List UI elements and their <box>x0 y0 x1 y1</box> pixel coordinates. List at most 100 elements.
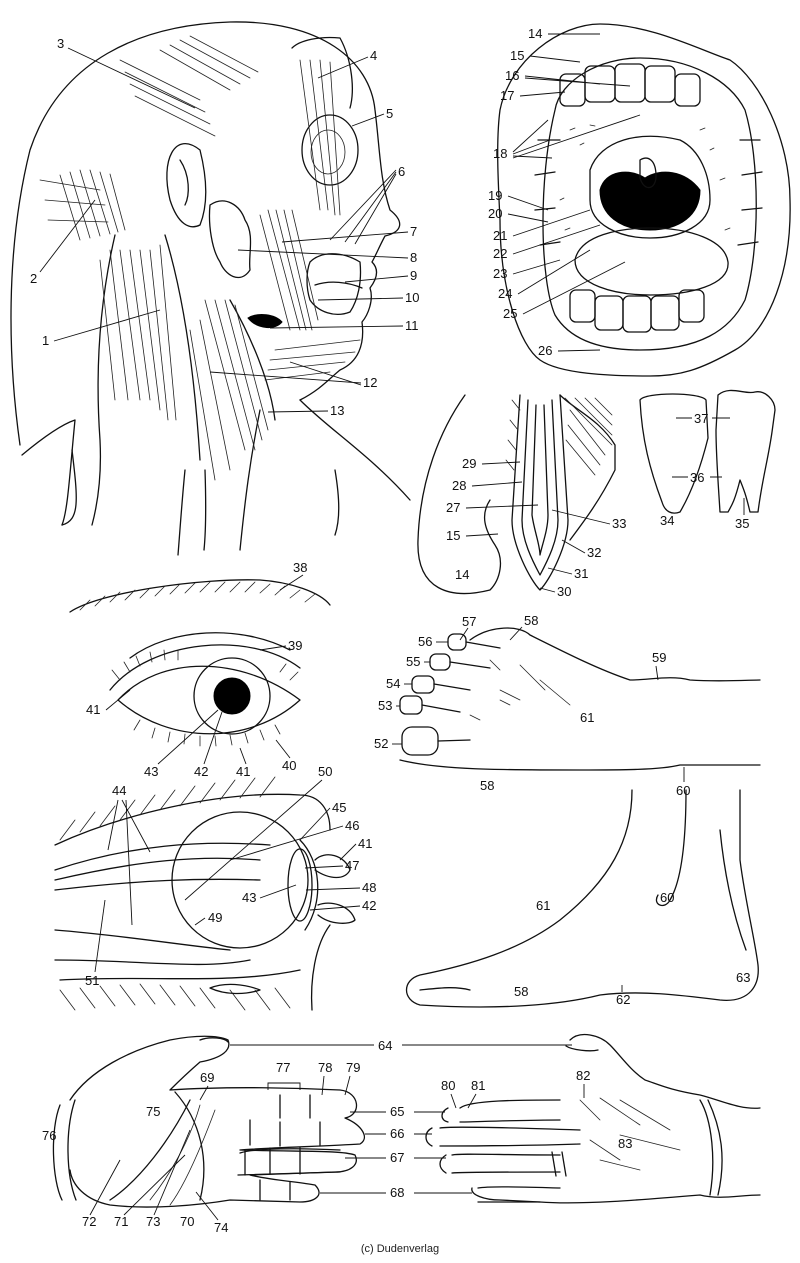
label-83: 83 <box>618 1136 632 1151</box>
label-48: 48 <box>362 880 376 895</box>
label-41-bottom: 41 <box>236 764 250 779</box>
label-8: 8 <box>410 250 417 265</box>
label-37: 37 <box>694 411 708 426</box>
label-52: 52 <box>374 736 388 751</box>
foot-side-figure <box>405 789 759 1008</box>
label-58-side: 58 <box>514 984 528 999</box>
label-53: 53 <box>378 698 392 713</box>
label-50: 50 <box>318 764 332 779</box>
label-49: 49 <box>208 910 222 925</box>
label-62: 62 <box>616 992 630 1007</box>
label-13: 13 <box>330 403 344 418</box>
label-44: 44 <box>112 783 126 798</box>
label-22: 22 <box>493 246 507 261</box>
foot-top-labels: 57 58 56 55 54 53 52 59 61 58 60 <box>374 613 690 798</box>
label-12: 12 <box>363 375 377 390</box>
label-73: 73 <box>146 1214 160 1229</box>
teeth-figure <box>639 389 776 514</box>
label-51: 51 <box>85 973 99 988</box>
label-42-section: 42 <box>362 898 376 913</box>
label-65: 65 <box>390 1104 404 1119</box>
label-63: 63 <box>736 970 750 985</box>
head-neck-labels: 1 2 3 4 5 6 7 8 9 10 11 12 13 <box>30 36 419 418</box>
label-21: 21 <box>493 228 507 243</box>
mouth-figure <box>497 23 791 377</box>
label-58-top: 58 <box>524 613 538 628</box>
label-38: 38 <box>293 560 307 575</box>
label-61-top: 61 <box>580 710 594 725</box>
label-54: 54 <box>386 676 400 691</box>
copyright-notice: (c) Dudenverlag <box>360 1243 440 1255</box>
label-70: 70 <box>180 1214 194 1229</box>
label-41-left: 41 <box>86 702 100 717</box>
label-24: 24 <box>498 286 512 301</box>
label-15-mid: 15 <box>446 528 460 543</box>
teeth-labels: 37 36 34 35 <box>660 411 749 531</box>
label-4: 4 <box>370 48 377 63</box>
label-9: 9 <box>410 268 417 283</box>
label-28: 28 <box>452 478 466 493</box>
left-hand-figure <box>52 1035 365 1208</box>
label-80: 80 <box>441 1078 455 1093</box>
foot-side-labels: 61 60 58 62 63 <box>514 890 750 1007</box>
label-31: 31 <box>574 566 588 581</box>
label-11: 11 <box>405 318 419 333</box>
label-27: 27 <box>446 500 460 515</box>
label-58-bottom: 58 <box>480 778 494 793</box>
label-15-top: 15 <box>510 48 524 63</box>
label-10: 10 <box>405 290 419 305</box>
label-71: 71 <box>114 1214 128 1229</box>
label-69: 69 <box>200 1070 214 1085</box>
label-2: 2 <box>30 271 37 286</box>
right-hand-labels: 80 81 82 83 <box>441 1068 632 1151</box>
right-hand-figure <box>425 1033 761 1204</box>
label-35: 35 <box>735 516 749 531</box>
label-60-side: 60 <box>660 890 674 905</box>
label-14-top: 14 <box>528 26 542 41</box>
label-67: 67 <box>390 1150 404 1165</box>
label-29: 29 <box>462 456 476 471</box>
label-77: 77 <box>276 1060 290 1075</box>
tooth-section-figure <box>417 394 616 595</box>
label-6: 6 <box>398 164 405 179</box>
label-3: 3 <box>57 36 64 51</box>
label-75: 75 <box>146 1104 160 1119</box>
label-68: 68 <box>390 1185 404 1200</box>
label-46: 46 <box>345 818 359 833</box>
label-1: 1 <box>42 333 49 348</box>
label-78: 78 <box>318 1060 332 1075</box>
label-18: 18 <box>493 146 507 161</box>
label-74: 74 <box>214 1220 228 1235</box>
left-hand-labels: 69 77 78 79 75 76 72 71 73 70 74 <box>42 1060 360 1235</box>
label-42-front: 42 <box>194 764 208 779</box>
label-19: 19 <box>488 188 502 203</box>
label-60-top: 60 <box>676 783 690 798</box>
label-17: 17 <box>500 88 514 103</box>
label-82: 82 <box>576 1068 590 1083</box>
label-16: 16 <box>505 68 519 83</box>
label-39: 39 <box>288 638 302 653</box>
label-79: 79 <box>346 1060 360 1075</box>
label-33: 33 <box>612 516 626 531</box>
tooth-section-labels: 29 28 27 15 14 33 32 31 30 <box>446 456 626 599</box>
label-25: 25 <box>503 306 517 321</box>
eye-front-labels: 38 39 41 43 42 41 40 <box>86 560 307 779</box>
label-36: 36 <box>690 470 704 485</box>
label-56: 56 <box>418 634 432 649</box>
label-26: 26 <box>538 343 552 358</box>
label-66: 66 <box>390 1126 404 1141</box>
label-30: 30 <box>557 584 571 599</box>
eye-section-figure <box>54 776 356 1011</box>
hand-connector-labels: 64 65 66 67 68 <box>230 1038 572 1200</box>
label-45: 45 <box>332 800 346 815</box>
eye-section-labels: 44 50 45 46 41 47 43 48 42 49 51 <box>85 764 376 988</box>
label-81: 81 <box>471 1078 485 1093</box>
label-34: 34 <box>660 513 674 528</box>
label-14-mid: 14 <box>455 567 469 582</box>
label-76: 76 <box>42 1128 56 1143</box>
label-55: 55 <box>406 654 420 669</box>
head-neck-figure <box>10 21 411 556</box>
label-5: 5 <box>386 106 393 121</box>
label-47: 47 <box>345 858 359 873</box>
